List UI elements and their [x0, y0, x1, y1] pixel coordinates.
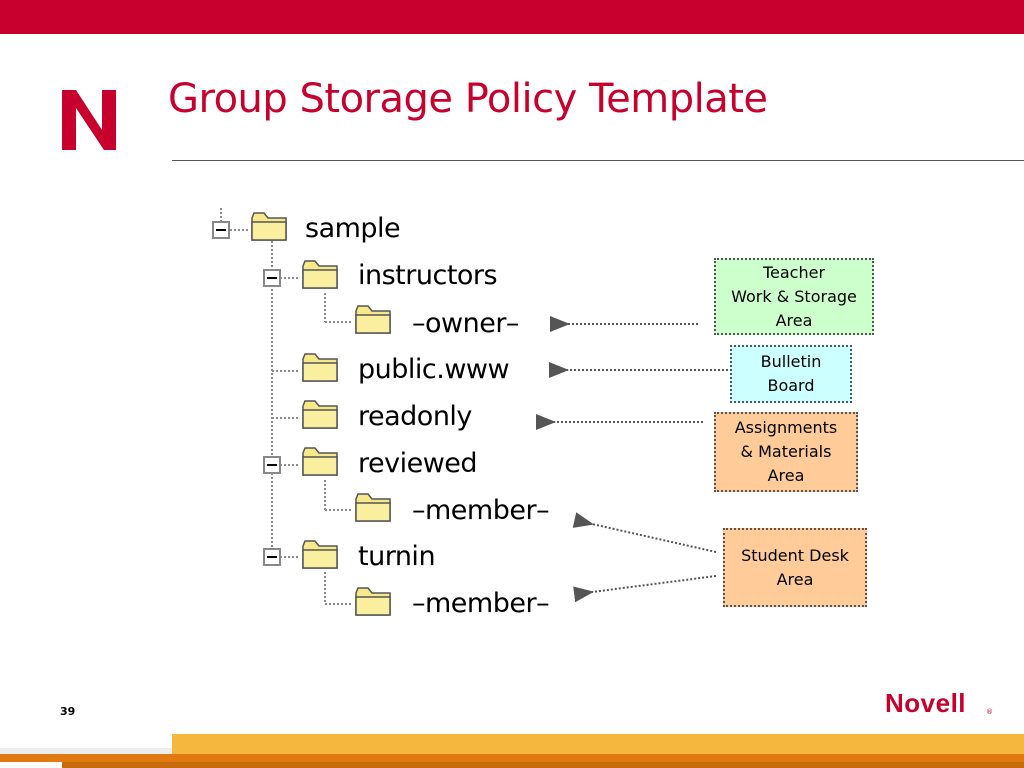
note-student-desk: Student Desk Area [723, 528, 867, 607]
footer-dark-strip [62, 762, 1024, 768]
footer-band [172, 734, 1024, 754]
collapse-toggle-sample[interactable] [212, 221, 230, 239]
folder-icon [355, 305, 391, 334]
folder-icon [355, 493, 391, 522]
folder-icon [302, 540, 338, 569]
note-line: Bulletin [760, 352, 822, 371]
tree-node-instructors[interactable]: instructors [358, 260, 498, 291]
registered-mark: ® [986, 708, 993, 716]
folder-icon [355, 587, 391, 616]
note-teacher-area: Teacher Work & Storage Area [714, 258, 874, 335]
note-line: Student Desk [741, 545, 849, 565]
collapse-toggle-turnin[interactable] [263, 548, 281, 566]
folder-icon [302, 400, 338, 429]
tree-node-member-turnin[interactable]: –member– [412, 588, 550, 619]
novell-wordmark: Novell [885, 688, 967, 718]
folder-icon [251, 212, 287, 241]
collapse-toggle-instructors[interactable] [263, 269, 281, 287]
note-line: Area [767, 466, 805, 485]
footer-line [0, 754, 1024, 762]
page-number: 39 [60, 705, 76, 718]
tree-node-reviewed[interactable]: reviewed [358, 448, 478, 479]
folder-icon [302, 447, 338, 476]
slide-title: Group Storage Policy Template [168, 76, 768, 122]
note-line: Area [775, 310, 813, 330]
title-divider [172, 160, 1024, 161]
note-line: & Materials [740, 442, 832, 461]
note-line: Assignments [734, 418, 838, 437]
note-line: Board [767, 376, 815, 395]
novell-n-logo-icon [62, 90, 116, 150]
note-bulletin-board: Bulletin Board [730, 345, 852, 403]
tree-node-turnin[interactable]: turnin [358, 541, 436, 572]
top-bar [0, 0, 1024, 34]
note-assignments-area: Assignments & Materials Area [714, 412, 858, 492]
tree-node-readonly[interactable]: readonly [358, 401, 472, 432]
note-line: Teacher [762, 262, 826, 282]
tree-node-sample[interactable]: sample [305, 213, 401, 244]
note-line: Work & Storage [731, 286, 857, 306]
tree-node-member-reviewed[interactable]: –member– [412, 495, 550, 526]
tree-node-public-www[interactable]: public.www [358, 354, 510, 385]
folder-icon [302, 260, 338, 289]
note-line: Area [776, 569, 814, 589]
tree-node-owner[interactable]: –owner– [412, 308, 519, 339]
collapse-toggle-reviewed[interactable] [263, 456, 281, 474]
folder-icon [302, 353, 338, 382]
